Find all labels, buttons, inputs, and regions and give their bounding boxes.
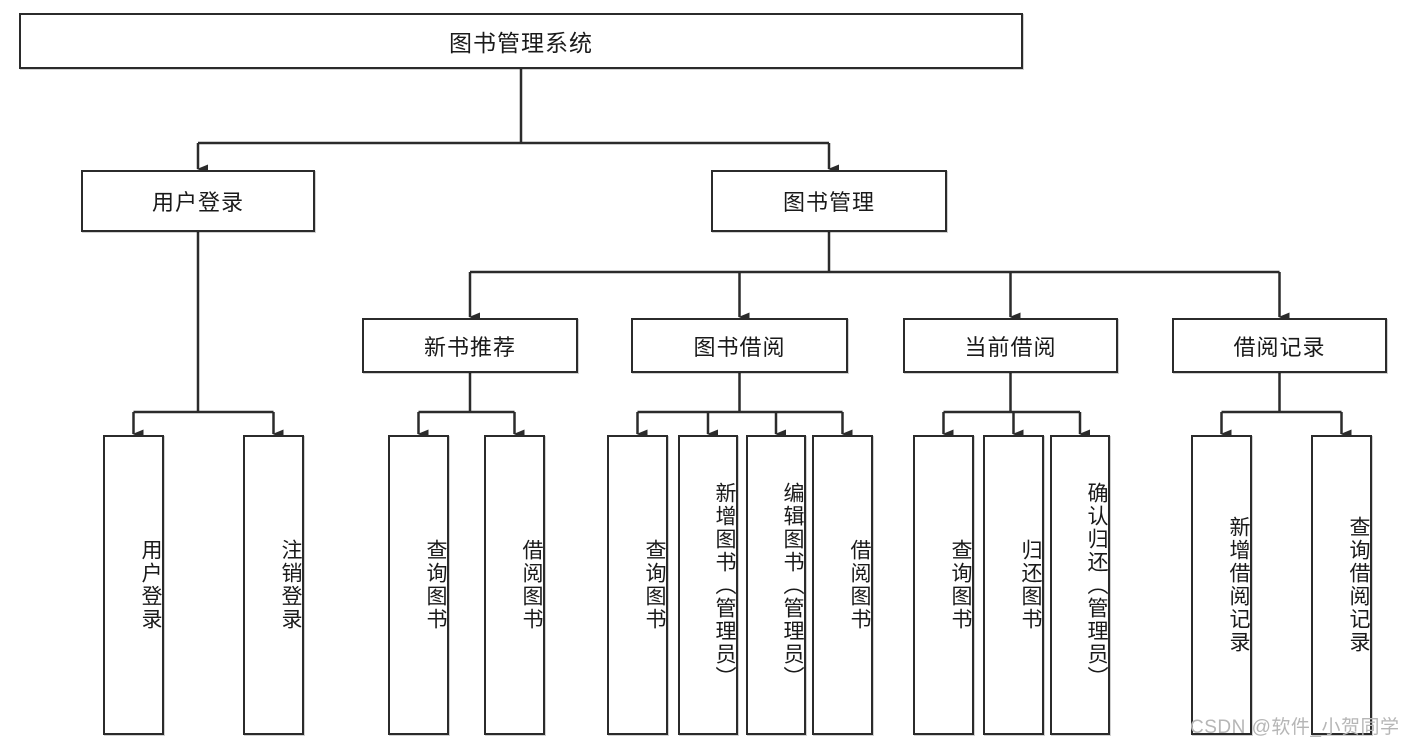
- node-label: 归还图书: [1019, 539, 1042, 631]
- node-label: 用户登录: [151, 190, 244, 215]
- node-leaf-query-book-3[interactable]: 查询图书: [913, 435, 974, 735]
- node-label: 查询借阅记录: [1347, 516, 1370, 654]
- node-book-manage[interactable]: 图书管理: [711, 170, 947, 232]
- node-current-borrow[interactable]: 当前借阅: [903, 318, 1118, 373]
- connector-lines: [132, 69, 1352, 439]
- node-label: 借阅图书: [520, 539, 543, 631]
- node-leaf-add-record[interactable]: 新增借阅记录: [1191, 435, 1252, 735]
- node-user-login[interactable]: 用户登录: [81, 170, 315, 232]
- node-leaf-user-login[interactable]: 用户登录: [103, 435, 164, 735]
- node-leaf-return-book[interactable]: 归还图书: [983, 435, 1044, 735]
- node-label: 用户登录: [139, 539, 162, 631]
- node-label: 确认归还（管理员）: [1085, 481, 1108, 689]
- node-leaf-query-record[interactable]: 查询借阅记录: [1311, 435, 1372, 735]
- node-label: 借阅记录: [1233, 334, 1326, 360]
- node-leaf-borrow-book-2[interactable]: 借阅图书: [812, 435, 873, 735]
- node-borrow-record[interactable]: 借阅记录: [1172, 318, 1387, 373]
- node-leaf-logout[interactable]: 注销登录: [243, 435, 304, 735]
- node-label: 注销登录: [279, 539, 302, 631]
- node-label: 新书推荐: [423, 334, 516, 360]
- node-label: 新增图书（管理员）: [713, 481, 736, 689]
- node-label: 查询图书: [643, 539, 666, 631]
- node-label: 新增借阅记录: [1227, 516, 1250, 654]
- node-root[interactable]: 图书管理系统: [19, 13, 1023, 69]
- node-label: 当前借阅: [964, 334, 1057, 360]
- node-label: 图书管理系统: [449, 30, 593, 56]
- node-label: 借阅图书: [848, 539, 871, 631]
- node-book-borrow[interactable]: 图书借阅: [631, 318, 848, 373]
- node-leaf-edit-book[interactable]: 编辑图书（管理员）: [746, 435, 806, 735]
- node-label: 图书借阅: [693, 334, 786, 360]
- node-leaf-query-book-1[interactable]: 查询图书: [388, 435, 449, 735]
- node-leaf-query-book-2[interactable]: 查询图书: [607, 435, 668, 735]
- node-leaf-borrow-book-1[interactable]: 借阅图书: [484, 435, 545, 735]
- node-label: 查询图书: [949, 539, 972, 631]
- node-label: 查询图书: [424, 539, 447, 631]
- node-new-book-rec[interactable]: 新书推荐: [362, 318, 578, 373]
- node-label: 图书管理: [782, 190, 875, 215]
- node-leaf-confirm-return[interactable]: 确认归还（管理员）: [1050, 435, 1110, 735]
- node-label: 编辑图书（管理员）: [781, 481, 804, 689]
- node-leaf-add-book[interactable]: 新增图书（管理员）: [678, 435, 738, 735]
